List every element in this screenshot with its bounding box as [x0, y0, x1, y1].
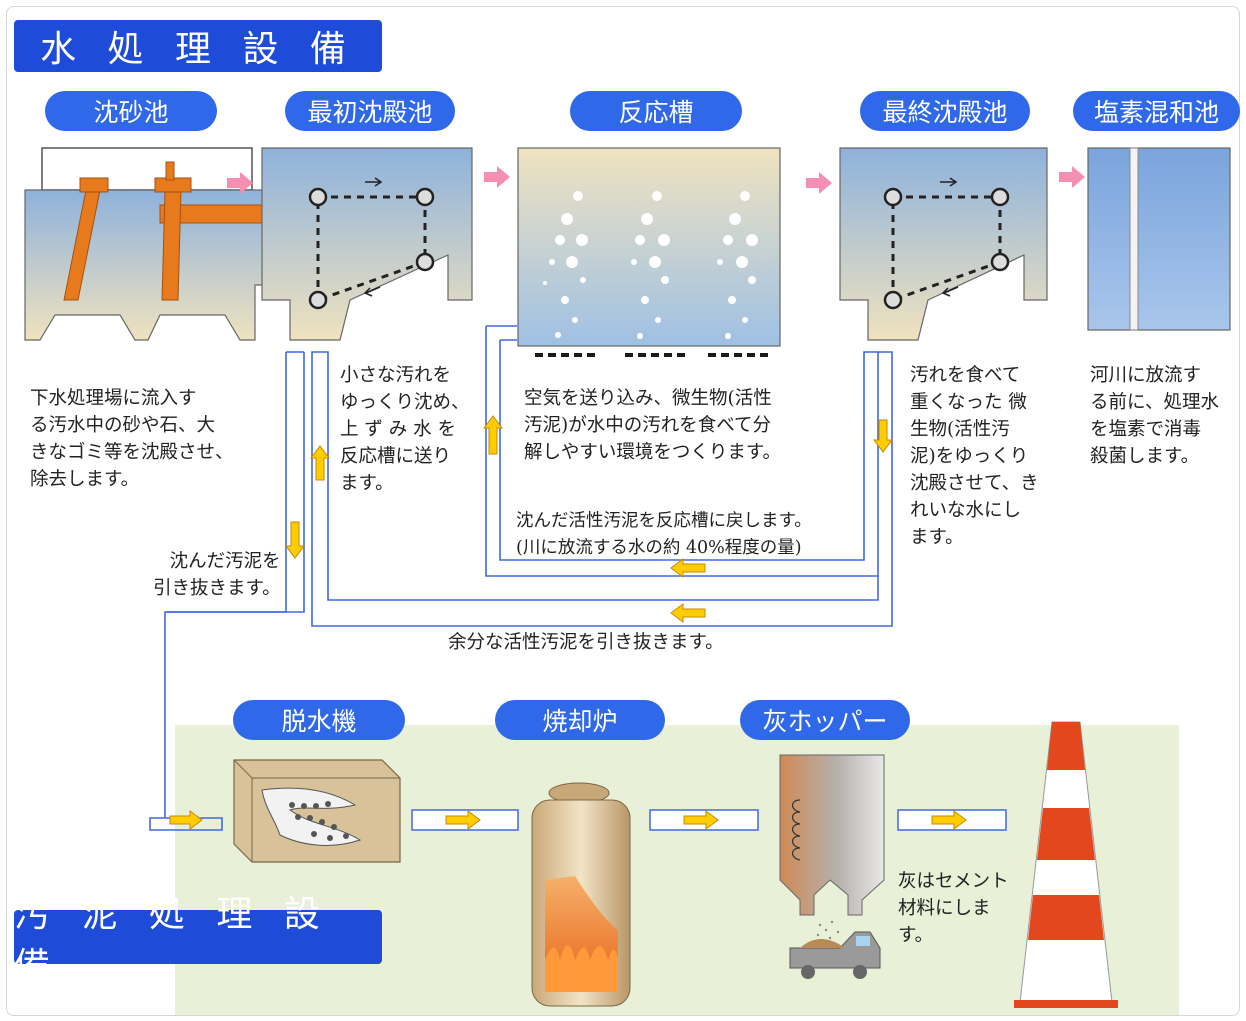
label-final-clarifier: 最終沈殿池 — [860, 91, 1030, 131]
label-incinerator: 焼却炉 — [495, 700, 665, 740]
label-primary-clarifier: 最初沈殿池 — [285, 91, 455, 131]
desc-ash-hopper: 灰はセメント 材料にしま す。 — [898, 871, 1009, 946]
water-treatment-banner: 水 処 理 設 備 — [14, 20, 382, 72]
note-excess-sludge: 余分な活性汚泥を引き抜きます。 — [448, 632, 724, 653]
desc-primary-clarifier: 小さな汚れを ゆっくり沈め、 上 ず み 水 を 反応槽に送り ます。 — [340, 365, 470, 494]
desc-chlorine-tank: 河川に放流す る前に、処理水 を塩素で消毒 殺菌します。 — [1090, 365, 1219, 467]
primary-clarifier-tank — [261, 147, 473, 341]
note-sludge-withdraw: 沈んだ汚泥を 引き抜きます。 — [153, 551, 281, 599]
label-grit-chamber: 沈砂池 — [45, 91, 217, 131]
grit-chamber-tank — [24, 147, 266, 341]
final-clarifier-tank — [839, 147, 1048, 341]
sludge-pipes — [149, 325, 893, 831]
traffic-cone — [1014, 721, 1118, 1008]
label-ash-hopper: 灰ホッパー — [740, 700, 910, 740]
flow-arrows-pink — [227, 166, 1085, 194]
desc-grit-chamber: 下水処理場に流入す る汚水中の砂や石、大 きなゴミ等を沈殿させ、 除去します。 — [30, 388, 234, 490]
label-dewatering-machine: 脱水機 — [233, 700, 405, 740]
sludge-transfer-pipes — [169, 809, 1007, 831]
chlorine-tank — [1087, 147, 1231, 331]
flow-arrows-yellow — [285, 415, 893, 623]
incinerator-furnace — [531, 782, 631, 1007]
label-chlorine-tank: 塩素混和池 — [1073, 91, 1240, 131]
diagram-frame — [6, 6, 1240, 1016]
reactor-tank — [517, 147, 781, 357]
note-return-sludge: 沈んだ活性汚泥を反応槽に戻します。 (川に放流する水の約 40%程度の量) — [516, 511, 812, 558]
sludge-treatment-banner: 汚 泥 処 理 設 備 — [14, 894, 382, 987]
desc-final-clarifier: 汚れを食べて 重くなった 微 生物(活性汚 泥)をゆっくり 沈殿させて、き れい… — [910, 365, 1039, 548]
label-reactor: 反応槽 — [570, 91, 742, 131]
desc-reactor: 空気を送り込み、微生物(活性 汚泥)が水中の汚れを食べて分 解しやすい環境をつく… — [524, 388, 781, 463]
dewatering-machine — [233, 759, 401, 863]
ash-hopper — [779, 754, 885, 979]
